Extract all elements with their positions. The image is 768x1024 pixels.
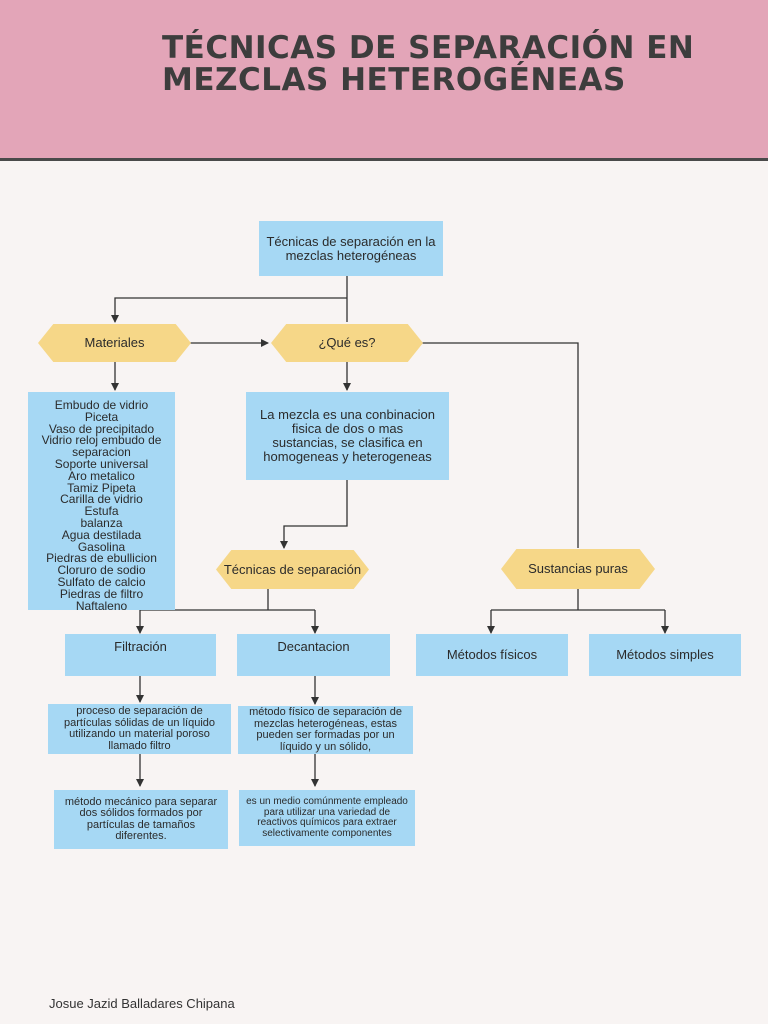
- filtracion-node: Filtración: [65, 634, 216, 676]
- filtracion-description: proceso de separación de partículas sóli…: [48, 704, 231, 754]
- root-node: Técnicas de separación en la mezclas het…: [259, 221, 443, 276]
- list-item: Agua destilada: [61, 527, 142, 542]
- list-item: Vaso de precipitado: [48, 421, 155, 436]
- list-item: Estufa: [84, 504, 119, 519]
- list-item: Carilla de vidrio: [60, 492, 143, 507]
- list-item: balanza: [80, 515, 123, 530]
- list-item: Gasolina: [77, 539, 126, 554]
- filtracion-method: método mecánico para separar dos sólidos…: [54, 790, 228, 849]
- sustancias-puras-node: Sustancias puras: [501, 549, 655, 589]
- metodos-fisicos-node: Métodos físicos: [416, 634, 568, 676]
- materiales-list: Embudo de vidrio Piceta Vaso de precipit…: [28, 392, 175, 613]
- materiales-node: Materiales: [38, 324, 191, 362]
- list-item: Piedras de ebullicion: [46, 551, 157, 566]
- page-title: TÉCNICAS DE SEPARACIÓN EN MEZCLAS HETERO…: [162, 30, 695, 98]
- list-item: Naftaleno: [75, 598, 128, 613]
- list-item: Soporte universal: [54, 456, 149, 471]
- list-item: Aro metalico: [68, 468, 135, 483]
- decantacion-node: Decantacion: [237, 634, 390, 676]
- list-item: Cloruro de sodio: [57, 563, 146, 578]
- list-item: Piedras de filtro: [59, 586, 144, 601]
- list-item: Embudo de vidrio: [54, 398, 149, 412]
- list-item: Sulfato de calcio: [57, 574, 146, 589]
- list-item: Vidrio reloj embudo de separacion: [41, 433, 162, 460]
- header-banner: TÉCNICAS DE SEPARACIÓN EN MEZCLAS HETERO…: [0, 0, 768, 161]
- tecnicas-node: Técnicas de separación: [216, 550, 369, 589]
- author-name: Josue Jazid Balladares Chipana: [49, 996, 235, 1011]
- list-item: Piceta: [84, 409, 119, 424]
- decantacion-description: método físico de separación de mezclas h…: [238, 706, 413, 754]
- que-es-node: ¿Qué es?: [271, 324, 423, 362]
- definition-node: La mezcla es una conbinacion fisica de d…: [246, 392, 449, 480]
- metodos-simples-node: Métodos simples: [589, 634, 741, 676]
- list-item: Tamiz Pipeta: [67, 480, 136, 495]
- decantacion-method: es un medio comúnmente empleado para uti…: [239, 790, 415, 846]
